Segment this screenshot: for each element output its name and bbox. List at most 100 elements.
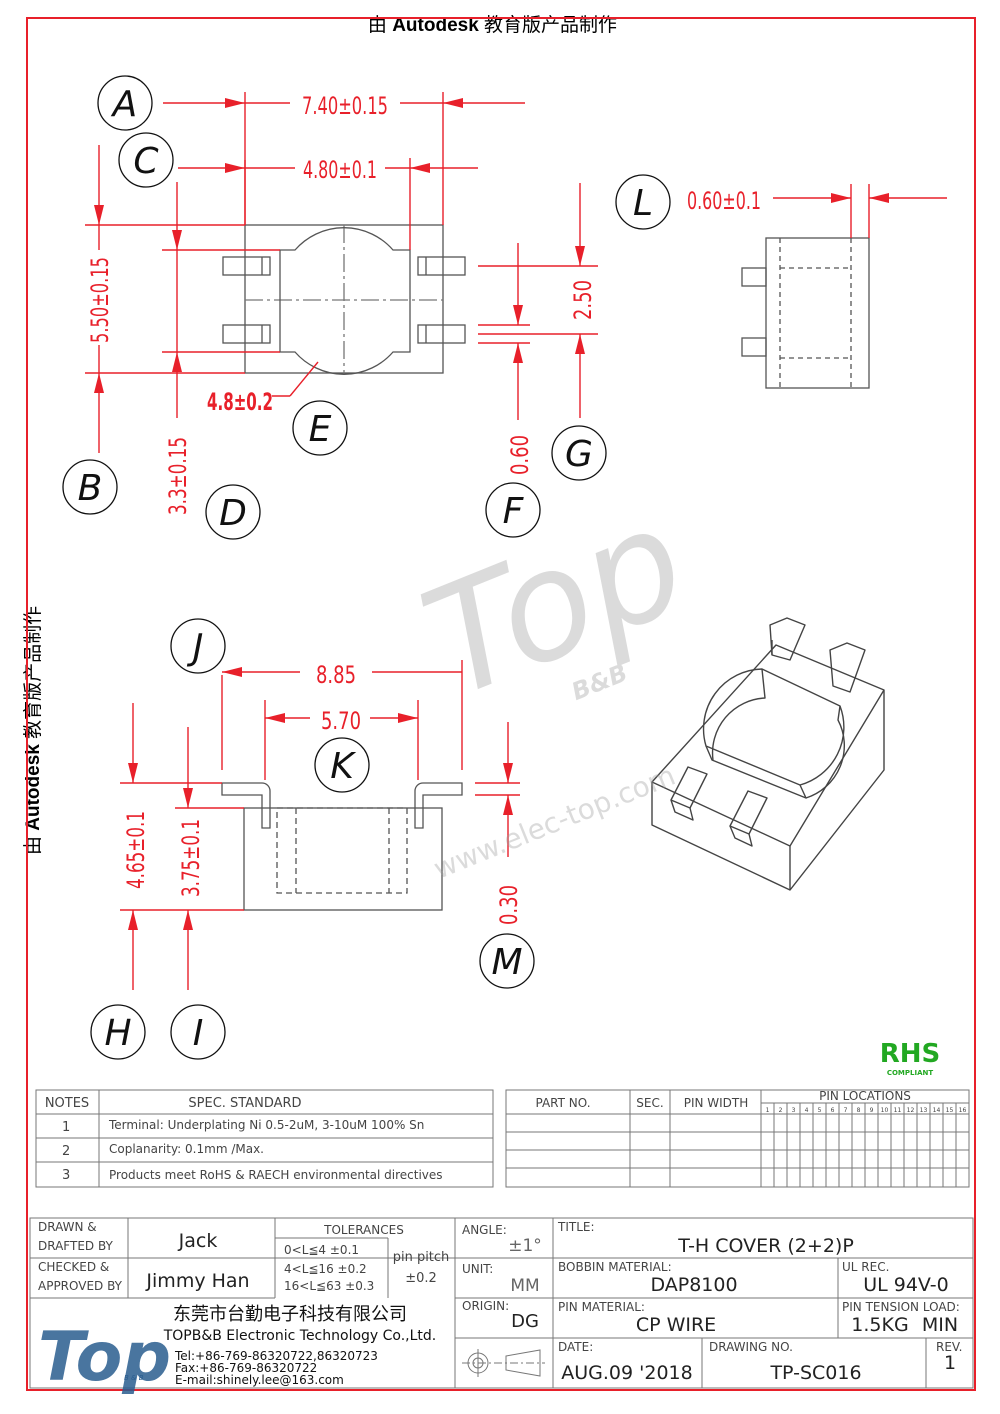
pin-number: 15 (946, 1107, 954, 1114)
pin-number: 3 (792, 1107, 796, 1114)
watermark-brand: Autodesk (392, 15, 479, 36)
note-num: 1 (62, 1120, 70, 1135)
pin-top-left (222, 256, 271, 276)
balloon-D (205, 484, 261, 540)
parts-header-pinloc: PIN LOCATIONS (819, 1089, 911, 1103)
angle-label: ANGLE: (462, 1223, 507, 1237)
pin-number: 9 (870, 1107, 874, 1114)
balloon-letter: G (565, 434, 593, 475)
dim-F: 0.60 (506, 435, 534, 475)
origin-label: ORIGIN: (462, 1299, 509, 1313)
balloon-C (118, 132, 174, 188)
dim-C: 4.80±0.1 (303, 156, 377, 184)
balloon-J (170, 618, 226, 674)
balloon-letter: E (309, 409, 332, 450)
drawn-label-1: DRAWN & (38, 1220, 97, 1234)
balloon-letters: A C L B D E F G J K H I M (78, 84, 653, 1054)
checked-label-1: CHECKED & (38, 1260, 109, 1274)
front-view (221, 782, 463, 911)
balloon-letter: I (193, 1013, 204, 1054)
pin-number: 14 (933, 1107, 941, 1114)
pin-number: 10 (881, 1107, 889, 1114)
balloon-L (615, 174, 671, 230)
company-name-en: TOPB&B Electronic Technology Co.,Ltd. (163, 1328, 437, 1344)
logo-watermark: Top B&B www.elec-top.com (402, 474, 708, 886)
rev-value: 1 (944, 1352, 956, 1374)
note-num: 3 (62, 1168, 70, 1183)
tension-label: PIN TENSION LOAD: (842, 1300, 960, 1314)
top-view-dimensions (85, 92, 598, 453)
isometric-view (651, 617, 885, 891)
note-text: Terminal: Underplating Ni 0.5-2uM, 3-10u… (108, 1118, 424, 1132)
watermark-suffix: 教育版产品制作 (478, 15, 618, 36)
projection-symbol (462, 1349, 545, 1377)
angle-value: ±1° (508, 1236, 542, 1256)
dim-L: 0.60±0.1 (687, 187, 761, 215)
notes-table (35, 1089, 494, 1188)
balloon-A (97, 75, 153, 131)
sheet-border (26, 17, 976, 1391)
title-block-values: Jack Jimmy Han ±1° MM DG T-H COVER (2+2)… (145, 1230, 958, 1384)
balloon-letter: F (503, 491, 525, 532)
dim-A: 7.40±0.15 (302, 92, 388, 120)
checked-by: Jimmy Han (145, 1270, 249, 1292)
bobbin-value: DAP8100 (650, 1274, 737, 1296)
rohs-mark: RHS COMPLIANT (880, 1039, 941, 1077)
pin-pitch-label: pin pitch (393, 1250, 450, 1265)
dim-M: 0.30 (495, 885, 523, 925)
pin-number: 16 (959, 1107, 967, 1114)
balloon-letter: B (78, 468, 103, 509)
dim-D: 3.3±0.15 (164, 437, 192, 515)
parts-table (505, 1089, 970, 1188)
balloon-G (551, 425, 607, 481)
pin-bottom-left (222, 324, 271, 344)
tension-unit: MIN (922, 1314, 958, 1336)
pin-number: 11 (894, 1107, 902, 1114)
company-logo-brand: Top (38, 1318, 171, 1397)
front-view-dimensions (120, 660, 520, 990)
company-info: 东莞市台勤电子科技有限公司 TOPB&B Electronic Technolo… (163, 1304, 437, 1387)
tolerances-label: TOLERANCES (323, 1223, 404, 1237)
pin-grid (773, 1103, 957, 1187)
parts-header-pinwidth: PIN WIDTH (684, 1096, 749, 1110)
title-value: T-H COVER (2+2)P (677, 1235, 854, 1257)
balloon-H (90, 1004, 146, 1060)
company-name-cn: 东莞市台勤电子科技有限公司 (173, 1304, 407, 1325)
rohs-text: RHS (880, 1039, 941, 1069)
dim-E: 4.8±0.2 (207, 388, 273, 416)
watermark-prefix: 由 (367, 15, 393, 36)
checked-label-2: APPROVED BY (38, 1279, 123, 1293)
balloon-letter: A (111, 84, 138, 125)
balloon-I (170, 1004, 226, 1060)
pin-bottom-right (417, 324, 466, 344)
note-text: Products meet RoHS & RAECH environmental… (109, 1168, 443, 1182)
dim-K: 5.70 (321, 707, 361, 735)
balloons (62, 75, 671, 1060)
ul-value: UL 94V-0 (863, 1274, 949, 1296)
note-num: 2 (62, 1144, 70, 1159)
title-label: TITLE: (557, 1220, 595, 1234)
logo-watermark-url: www.elec-top.com (429, 759, 680, 886)
dim-I: 3.75±0.1 (177, 819, 205, 897)
balloon-letter: H (104, 1013, 131, 1054)
side-view (741, 237, 870, 389)
ul-label: UL REC. (842, 1260, 889, 1274)
balloon-letter: M (491, 942, 522, 983)
date-label: DATE: (558, 1340, 593, 1354)
notes-header-spec: SPEC. STANDARD (188, 1096, 301, 1111)
balloon-letter: D (219, 493, 247, 534)
title-block (29, 1217, 974, 1389)
company-logo-sub: B & B (124, 1374, 144, 1382)
pin-number: 4 (805, 1107, 809, 1114)
tol-row: 16<L≦63 ±0.3 (284, 1279, 374, 1293)
pin-number: 7 (844, 1107, 848, 1114)
pin-number: 8 (857, 1107, 861, 1114)
notes-text: NOTES SPEC. STANDARD 1 Terminal: Underpl… (45, 1096, 443, 1183)
parts-header-sec: SEC. (636, 1096, 663, 1110)
balloon-B (62, 459, 118, 515)
pin-number: 2 (779, 1107, 783, 1114)
pin-number: 5 (818, 1107, 822, 1114)
logo-watermark-brand: Top (402, 474, 708, 733)
